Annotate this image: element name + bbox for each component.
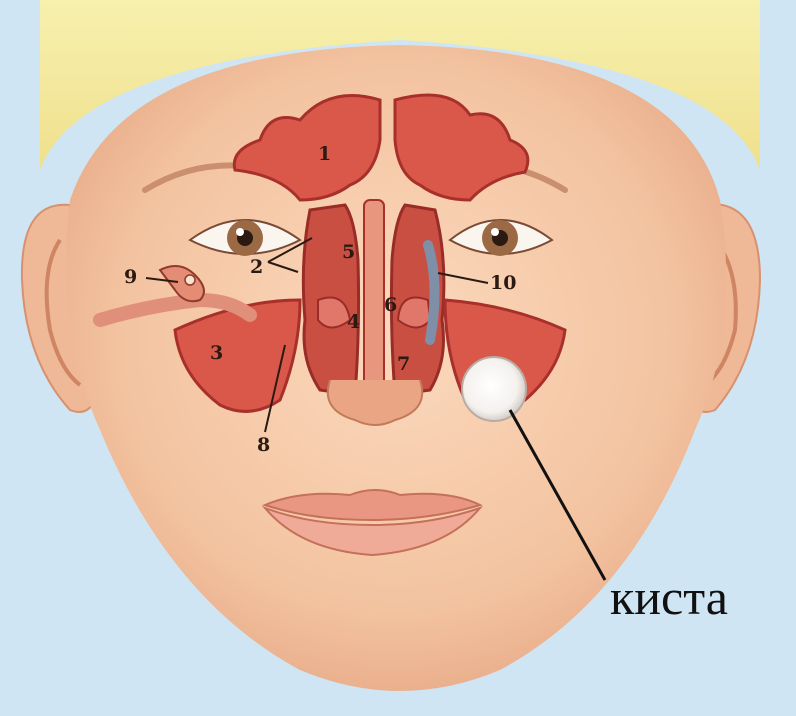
cyst-icon xyxy=(462,357,526,421)
label-3: 3 xyxy=(210,344,223,363)
label-2: 2 xyxy=(250,258,263,277)
label-8: 8 xyxy=(257,436,270,455)
label-4: 4 xyxy=(347,313,360,332)
turbinate-right xyxy=(398,298,430,328)
label-6: 6 xyxy=(384,296,397,315)
cyst-label: киста xyxy=(610,572,728,622)
label-1: 1 xyxy=(318,145,331,164)
label-10: 10 xyxy=(490,274,516,293)
nasal-septum xyxy=(364,200,384,400)
label-5: 5 xyxy=(342,243,355,262)
label-9: 9 xyxy=(124,268,137,287)
label-7: 7 xyxy=(397,355,410,374)
